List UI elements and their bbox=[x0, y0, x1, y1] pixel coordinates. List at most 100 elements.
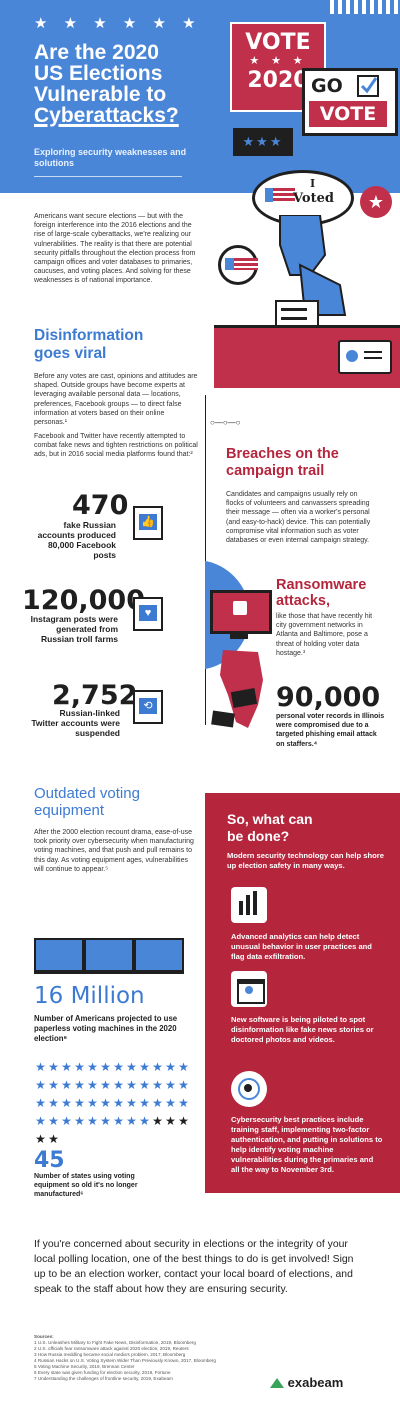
analytics-bars-icon bbox=[231, 887, 267, 923]
star-state-other-icon: ★ bbox=[35, 1132, 46, 1146]
security-badge-icon bbox=[231, 1071, 267, 1107]
solution-best-practices-text: Cybersecurity best practices include tra… bbox=[231, 1115, 383, 1174]
star-state-icon: ★ bbox=[139, 1096, 150, 1110]
star-state-icon: ★ bbox=[87, 1114, 98, 1128]
envelope-icon-2 bbox=[211, 710, 235, 728]
paperless-stat-label: Number of Americans projected to use pap… bbox=[34, 1014, 178, 1043]
star-state-icon: ★ bbox=[178, 1078, 189, 1092]
star-state-icon: ★ bbox=[100, 1096, 111, 1110]
star-state-other-icon: ★ bbox=[48, 1132, 59, 1146]
star-state-icon: ★ bbox=[61, 1078, 72, 1092]
star-state-icon: ★ bbox=[139, 1114, 150, 1128]
star-state-icon: ★ bbox=[35, 1096, 46, 1110]
star-state-icon: ★ bbox=[61, 1096, 72, 1110]
star-state-icon: ★ bbox=[48, 1078, 59, 1092]
software-window-icon bbox=[231, 971, 267, 1007]
star-state-icon: ★ bbox=[74, 1078, 85, 1092]
stat-2752-label: Russian-linked Twitter accounts were sus… bbox=[31, 708, 120, 738]
connector-dots: ○—○—○ bbox=[210, 418, 241, 427]
stat-120000-label: Instagram posts were generated from Russ… bbox=[30, 614, 118, 644]
source-item: 2 U.S. officials fear ransomware attack … bbox=[34, 1346, 189, 1351]
star-state-icon: ★ bbox=[126, 1078, 137, 1092]
disinformation-para-1: Before any votes are cast, opinions and … bbox=[34, 373, 198, 427]
sticker-text-voted: Voted bbox=[293, 191, 334, 206]
star-state-icon: ★ bbox=[35, 1114, 46, 1128]
source-item: 3 How Russia meddling became social medi… bbox=[34, 1352, 186, 1357]
illinois-map-illustration bbox=[220, 650, 263, 728]
flag-badge-icon bbox=[218, 245, 258, 285]
breaches-text: Candidates and campaigns usually rely on… bbox=[226, 491, 371, 545]
star-state-icon: ★ bbox=[126, 1096, 137, 1110]
vote-2020-sign: VOTE ★ ★ ★ 2020 bbox=[230, 22, 326, 112]
star-state-icon: ★ bbox=[48, 1060, 59, 1074]
ransomware-monitor-icon bbox=[210, 590, 272, 634]
stat-120000-number: 120,000 bbox=[22, 585, 145, 616]
star-state-icon: ★ bbox=[35, 1060, 46, 1074]
star-state-icon: ★ bbox=[126, 1114, 137, 1128]
solutions-intro: Modern security technology can help shor… bbox=[227, 851, 384, 870]
solution-software-text: New software is being piloted to spot di… bbox=[231, 1015, 374, 1044]
star-state-icon: ★ bbox=[74, 1060, 85, 1074]
sources-list: Sources: 1 U.S. Unleashes Military to Fi… bbox=[34, 1334, 294, 1382]
thumbs-up-icon: 👍 bbox=[133, 506, 163, 540]
star-state-icon: ★ bbox=[126, 1060, 137, 1074]
page-title: Are the 2020 US Elections Vulnerable to … bbox=[34, 41, 179, 127]
star-state-icon: ★ bbox=[87, 1096, 98, 1110]
star-state-icon: ★ bbox=[87, 1078, 98, 1092]
source-item: 1 U.S. Unleashes Military to Fight Fake … bbox=[34, 1340, 196, 1345]
heart-icon: ♥ bbox=[133, 597, 163, 631]
retweet-icon: ⟲ bbox=[133, 690, 163, 724]
star-state-other-icon: ★ bbox=[152, 1114, 163, 1128]
voter-records-label: personal voter records in Illinois were … bbox=[276, 713, 385, 748]
source-item: 6 Every state was given funding for elec… bbox=[34, 1370, 171, 1375]
star-state-icon: ★ bbox=[152, 1060, 163, 1074]
star-state-icon: ★ bbox=[113, 1060, 124, 1074]
states-stat-label: Number of states using voting equipment … bbox=[34, 1173, 138, 1199]
outdated-text: After the 2000 election recount drama, e… bbox=[34, 829, 194, 873]
star-state-icon: ★ bbox=[152, 1078, 163, 1092]
exabeam-logo-icon bbox=[270, 1378, 284, 1388]
stat-470-label: fake Russian accounts produced 80,000 Fa… bbox=[37, 520, 116, 560]
intro-text: Americans want secure elections — but wi… bbox=[34, 213, 196, 285]
star-state-icon: ★ bbox=[100, 1114, 111, 1128]
source-item: 7 Understanding the challenges of frontl… bbox=[34, 1376, 173, 1381]
flag-icon bbox=[265, 188, 295, 202]
source-item: 5 Voting Machine Security, 2019, Brennan… bbox=[34, 1364, 135, 1369]
states-star-grid: ★★★★★★★★★★★★★★★★★★★★★★★★★★★★★★★★★★★★★★★★… bbox=[34, 1058, 194, 1148]
star-state-icon: ★ bbox=[74, 1096, 85, 1110]
star-state-icon: ★ bbox=[178, 1096, 189, 1110]
star-state-other-icon: ★ bbox=[178, 1114, 189, 1128]
star-state-icon: ★ bbox=[61, 1114, 72, 1128]
voting-booths-illustration bbox=[34, 938, 184, 974]
star-state-icon: ★ bbox=[74, 1114, 85, 1128]
go-vote-sign: GO VOTE bbox=[302, 68, 398, 136]
flag-stripes-decoration bbox=[330, 0, 400, 14]
star-state-icon: ★ bbox=[48, 1114, 59, 1128]
connector-line bbox=[205, 395, 206, 725]
star-state-icon: ★ bbox=[165, 1078, 176, 1092]
paperless-stat-number: 16 Million bbox=[34, 983, 145, 1009]
star-state-icon: ★ bbox=[165, 1096, 176, 1110]
star-state-icon: ★ bbox=[139, 1078, 150, 1092]
star-state-icon: ★ bbox=[178, 1060, 189, 1074]
subtitle-rule bbox=[34, 176, 182, 177]
solution-analytics-text: Advanced analytics can help detect unusu… bbox=[231, 932, 372, 961]
star-state-icon: ★ bbox=[113, 1114, 124, 1128]
voter-records-number: 90,000 bbox=[276, 682, 381, 713]
star-state-other-icon: ★ bbox=[165, 1114, 176, 1128]
star-state-icon: ★ bbox=[48, 1096, 59, 1110]
red-star-badge: ★ bbox=[360, 186, 392, 218]
star-state-icon: ★ bbox=[113, 1078, 124, 1092]
page-subtitle: Exploring security weaknesses and soluti… bbox=[34, 147, 187, 168]
speech-bubble-stars: ★★★ bbox=[233, 128, 293, 156]
star-state-icon: ★ bbox=[113, 1096, 124, 1110]
ransomware-text: like those that have recently hit city g… bbox=[276, 613, 373, 657]
disinformation-para-2: Facebook and Twitter have recently attem… bbox=[34, 433, 198, 459]
star-state-icon: ★ bbox=[152, 1096, 163, 1110]
states-stat-number: 45 bbox=[34, 1148, 65, 1173]
